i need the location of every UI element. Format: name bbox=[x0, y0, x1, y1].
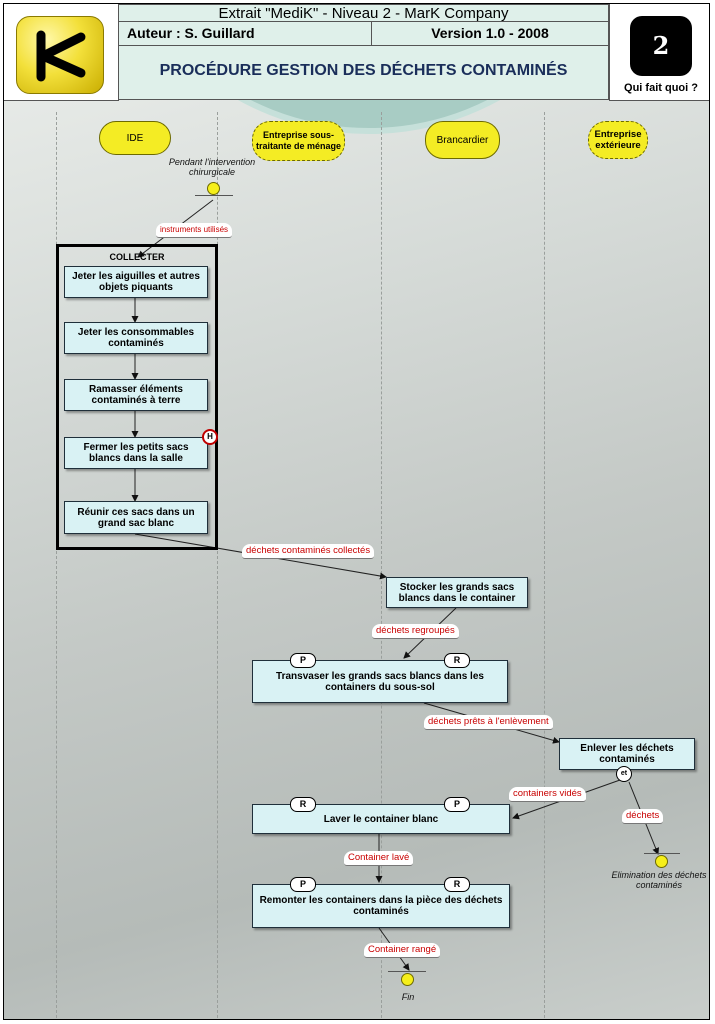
end-event-fin bbox=[401, 973, 414, 986]
version-field: Version 1.0 - 2008 bbox=[372, 22, 609, 46]
task-reunir-sacs: Réunir ces sacs dans un grand sac blanc bbox=[64, 501, 208, 534]
task-enlever-dechets: Enlever les déchets contaminés bbox=[559, 738, 695, 770]
task-jeter-consommables: Jeter les consommables contaminés bbox=[64, 322, 208, 354]
logo-cell bbox=[4, 4, 119, 101]
flow-label-dechets-prets: déchets prêts à l'enlèvement bbox=[424, 715, 553, 730]
author-field: Auteur : S. Guillard bbox=[118, 22, 372, 46]
document-extract-title: Extrait "MediK" - Niveau 2 - MarK Compan… bbox=[118, 4, 609, 22]
lane-divider bbox=[381, 112, 382, 1018]
end-event-elimination bbox=[655, 855, 668, 868]
lane-header-ide: IDE bbox=[99, 121, 171, 155]
collecter-group: COLLECTER bbox=[56, 244, 218, 550]
header: Extrait "MediK" - Niveau 2 - MarK Compan… bbox=[4, 4, 709, 108]
p-badge: P bbox=[444, 797, 470, 812]
r-badge: R bbox=[290, 797, 316, 812]
start-event-bar bbox=[195, 195, 233, 196]
h-badge: H bbox=[202, 429, 218, 445]
procedure-title: PROCÉDURE GESTION DES DÉCHETS CONTAMINÉS bbox=[118, 46, 609, 100]
lane-header-entreprise-menage: Entreprise sous-traitante de ménage bbox=[252, 121, 345, 161]
flow-label-dechets: déchets bbox=[622, 809, 664, 824]
flow-label-dechets-collectes: déchets contaminés collectés bbox=[242, 544, 375, 559]
start-event bbox=[207, 182, 220, 195]
page-number-cell: 2 Qui fait quoi ? bbox=[609, 4, 709, 101]
end-event-bar bbox=[388, 971, 426, 972]
and-gateway: et bbox=[616, 766, 632, 782]
start-event-caption: Pendant l'intervention chirurgicale bbox=[168, 157, 256, 177]
page-subtitle: Qui fait quoi ? bbox=[624, 82, 698, 94]
k-letter-icon bbox=[36, 30, 86, 82]
lane-divider bbox=[544, 112, 545, 1018]
end-event-elimination-caption: Elimination des déchets contaminés bbox=[611, 870, 707, 890]
lane-header-entreprise-exterieure: Entreprise extérieure bbox=[588, 121, 648, 159]
end-event-bar bbox=[644, 853, 680, 854]
r-badge: R bbox=[444, 877, 470, 892]
lane-divider bbox=[56, 112, 57, 1018]
end-event-fin-caption: Fin bbox=[401, 992, 415, 1002]
r-badge: R bbox=[444, 653, 470, 668]
flow-label-instruments-utilises: instruments utilisés bbox=[156, 223, 233, 238]
medik-logo bbox=[16, 16, 104, 94]
collecter-group-title: COLLECTER bbox=[109, 252, 165, 262]
p-badge: P bbox=[290, 877, 316, 892]
task-fermer-petits-sacs: Fermer les petits sacs blancs dans la sa… bbox=[64, 437, 208, 469]
lane-divider bbox=[217, 112, 218, 1018]
task-transvaser-grands-sacs: Transvaser les grands sacs blancs dans l… bbox=[252, 660, 508, 703]
flow-label-container-lave: Container lavé bbox=[344, 851, 414, 866]
page-number-badge: 2 bbox=[630, 16, 692, 76]
task-stocker-grands-sacs: Stocker les grands sacs blancs dans le c… bbox=[386, 577, 528, 608]
lane-header-brancardier: Brancardier bbox=[425, 121, 500, 159]
flow-label-container-range: Container rangé bbox=[364, 943, 441, 958]
flow-label-containers-vides: containers vidés bbox=[509, 787, 586, 802]
task-jeter-aiguilles: Jeter les aiguilles et autres objets piq… bbox=[64, 266, 208, 298]
procedure-diagram: Extrait "MediK" - Niveau 2 - MarK Compan… bbox=[3, 3, 710, 1020]
task-remonter-containers: Remonter les containers dans la pièce de… bbox=[252, 884, 510, 928]
task-ramasser-elements: Ramasser éléments contaminés à terre bbox=[64, 379, 208, 411]
p-badge: P bbox=[290, 653, 316, 668]
flow-label-dechets-regroupes: déchets regroupés bbox=[372, 624, 459, 639]
